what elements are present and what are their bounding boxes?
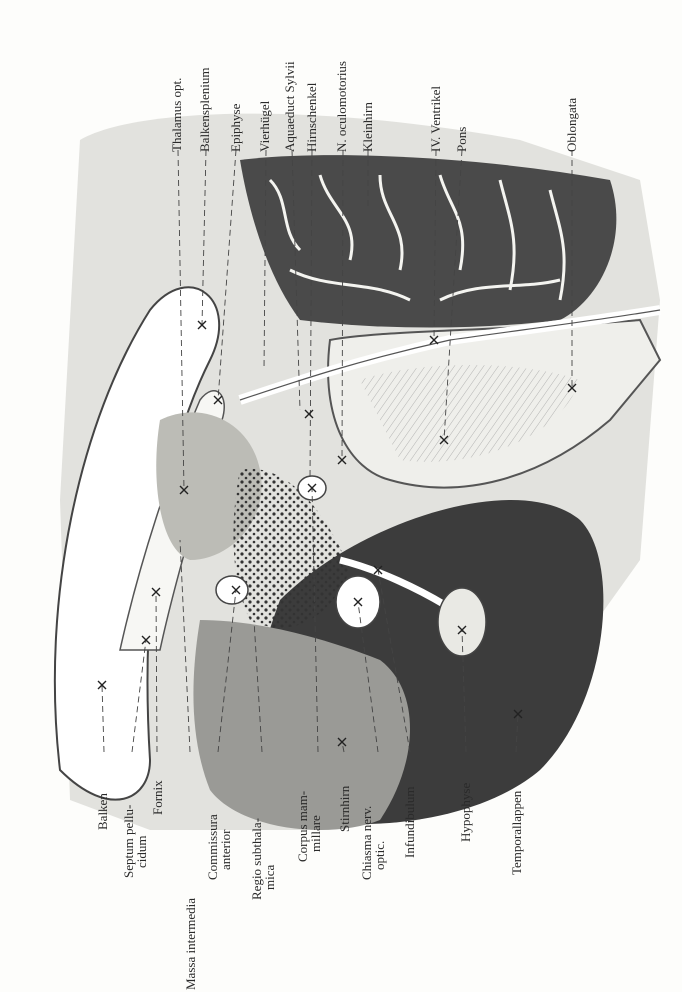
- label-aquaeduct-sylvii: Aquaeduct Sylvii: [283, 61, 296, 152]
- label-n-oculomotorius: N. oculomotorius: [335, 61, 348, 152]
- label-septum-pellucidum: Septum pellu- cidum: [122, 805, 148, 878]
- label-hypophyse: Hypophyse: [459, 783, 472, 842]
- label-commissura-line2: anterior: [219, 814, 232, 880]
- label-chiasma-nerv-optic: Chiasma nerv. optic.: [360, 806, 386, 880]
- label-balken: Balken: [96, 793, 109, 830]
- label-balkensplenium: Balkensplenium: [198, 68, 211, 153]
- label-vierhuegel: Vierhügel: [258, 101, 271, 152]
- label-chiasma-line2: optic.: [373, 806, 386, 880]
- label-stirnhirn: Stirnhirn: [338, 786, 351, 832]
- label-iv-ventrikel: IV. Ventrikel: [429, 86, 442, 152]
- hypophyse: [438, 588, 486, 656]
- label-hirnschenkel: Hirnschenkel: [305, 83, 318, 152]
- label-regio-line2: mica: [263, 818, 276, 900]
- label-fornix: Fornix: [151, 780, 164, 815]
- commissura-anterior: [216, 576, 248, 604]
- label-commissura-anterior: Commissura anterior: [206, 814, 232, 880]
- label-septum-line2: cidum: [135, 805, 148, 878]
- label-oblongata: Oblongata: [565, 98, 578, 152]
- label-temporallappen: Temporallappen: [510, 791, 523, 875]
- label-infundibulum: Infundibulum: [403, 787, 416, 859]
- label-massa-intermedia: Massa intermedia: [184, 898, 197, 990]
- label-kleinhirn: Kleinhirn: [361, 102, 374, 152]
- label-corpus-line2: millare: [309, 791, 322, 862]
- label-corpus-mamillare: Corpus mam- millare: [296, 791, 322, 862]
- label-pons: Pons: [455, 127, 468, 152]
- label-thalamus-opt: Thalamus opt.: [170, 78, 183, 152]
- label-regio-subthalamica: Regio subthala- mica: [250, 818, 276, 900]
- label-epiphyse: Epiphyse: [229, 104, 242, 152]
